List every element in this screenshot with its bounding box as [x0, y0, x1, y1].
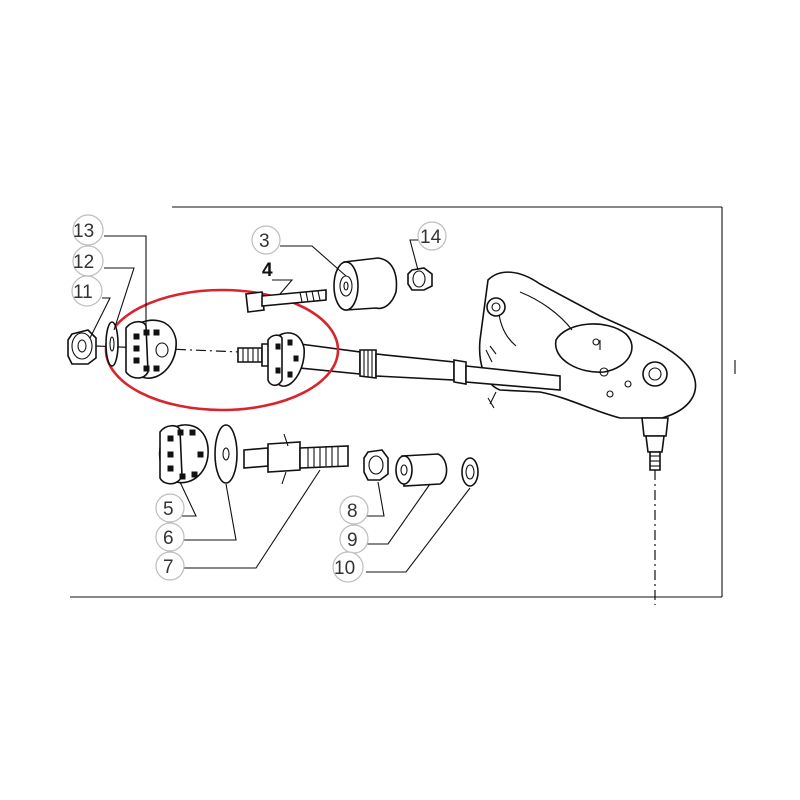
callout-label-7: 7: [163, 557, 174, 578]
callout-4: 4: [262, 260, 273, 281]
part-3-bushing: [333, 257, 398, 311]
part-6-washer: [214, 424, 238, 484]
diagram-frame: [70, 206, 723, 598]
callout-label-11: 11: [73, 282, 93, 303]
part-5-eccentric-cam: [158, 424, 209, 485]
callout-11: 11: [71, 275, 103, 307]
part-8-nut: [363, 449, 389, 481]
part-13-eccentric-cam: [125, 319, 177, 379]
assembly-axis: [95, 345, 241, 353]
part-9-sleeve: [395, 453, 448, 487]
callout-label-3: 3: [259, 231, 270, 252]
callout-8: 8: [339, 495, 369, 525]
part-11-nut: [67, 329, 97, 365]
callout-label-6: 6: [163, 528, 174, 549]
callout-label-9: 9: [347, 530, 358, 551]
adjuster-rod: [299, 343, 561, 409]
callout-14: 14: [417, 221, 447, 251]
callout-label-8: 8: [347, 501, 358, 522]
part-10-washer: [461, 457, 479, 487]
part-7-stud: [243, 433, 349, 485]
callout-label-12: 12: [73, 252, 94, 273]
callout-label-14: 14: [420, 227, 442, 248]
callout-label-4: 4: [262, 260, 273, 281]
callout-label-13: 13: [73, 221, 94, 242]
part-stud-with-cam: [237, 332, 305, 387]
part-14-nut: [407, 267, 433, 291]
callout-9: 9: [339, 524, 369, 554]
callout-7: 7: [155, 551, 185, 581]
callout-12: 12: [72, 245, 104, 277]
callout-label-10: 10: [334, 558, 355, 579]
callout-label-5: 5: [163, 499, 174, 520]
part-12-washer: [105, 321, 119, 367]
callout-6: 6: [155, 522, 185, 552]
callout-3: 3: [251, 225, 281, 255]
callout-5: 5: [155, 493, 185, 523]
part-4-bolt: [245, 289, 327, 313]
callout-13: 13: [72, 214, 104, 246]
leader-lines: [89, 235, 471, 573]
callout-10: 10: [332, 551, 364, 583]
